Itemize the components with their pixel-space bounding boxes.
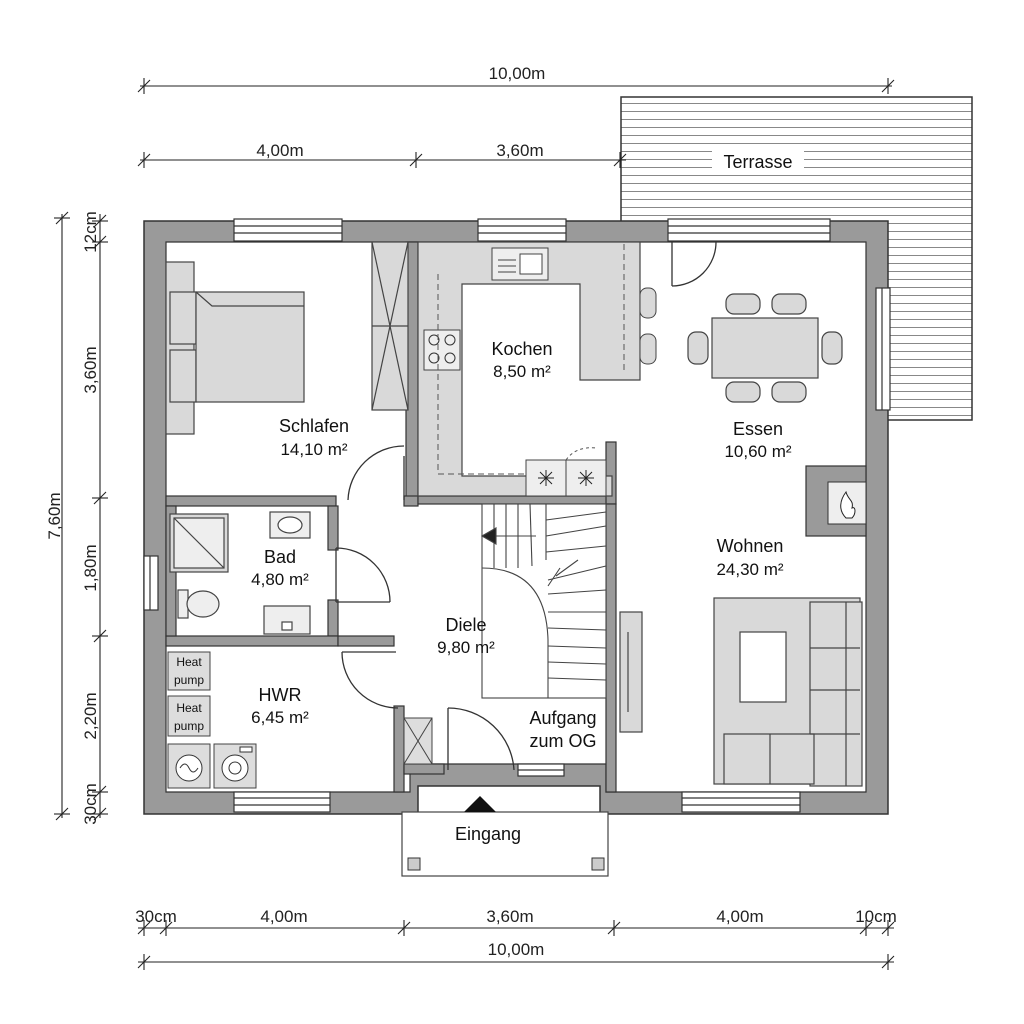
dim-bottom-10cm: 10cm [855,907,897,926]
dimension-labels: 10,00m 4,00m 3,60m 7,60m 12cm 3,60m 1,80… [45,63,897,959]
dining-set [687,293,843,403]
room-area-hwr: 6,45 m² [251,708,309,727]
room-name-schlafen: Schlafen [279,416,349,436]
room-area-diele: 9,80 m² [437,638,495,657]
room-name-essen: Essen [733,419,783,439]
toilet [186,590,220,618]
room-area-schlafen: 14,10 m² [280,440,347,459]
utility-fixtures: Heat pump Heat pump [167,651,433,789]
dining-table [711,317,819,379]
room-area-kochen: 8,50 m² [493,362,551,381]
dim-bottom-left: 4,00m [260,907,307,926]
room-name-wohnen: Wohnen [717,536,784,556]
sofa [809,601,863,787]
room-area-essen: 10,60 m² [724,442,791,461]
room-name-kochen: Kochen [491,339,552,359]
terrace-label: Terrasse [723,152,792,172]
room-name-bad: Bad [264,547,296,567]
dim-left-total: 7,60m [45,492,64,539]
dim-top-left: 4,00m [256,141,303,160]
svg-text:pump: pump [174,719,204,733]
dim-left-30cm: 30cm [81,783,100,825]
dim-left-220: 2,20m [81,692,100,739]
stove [423,329,461,371]
bed-headboard [165,261,195,435]
room-labels: Schlafen 14,10 m² Kochen 8,50 m² Essen 1… [251,339,792,751]
entrance-arrow-icon [464,796,496,812]
bedroom-furniture [165,241,409,435]
bed [195,291,305,403]
sofa-section [723,733,815,785]
entrance-label: Eingang [455,824,521,844]
stair-label-line1: Aufgang [529,708,596,728]
svg-text:Heat: Heat [176,701,202,715]
dim-left-12cm: 12cm [81,211,100,253]
room-name-hwr: HWR [259,685,302,705]
living-room-furniture [619,597,863,787]
dimension-lines [54,78,895,970]
dim-bottom-total: 10,00m [488,940,545,959]
dim-bottom-mid: 3,60m [486,907,533,926]
room-area-wohnen: 24,30 m² [716,560,783,579]
entrance-porch: Eingang [401,796,609,877]
kitchen [417,241,657,497]
coffee-table [739,631,787,703]
dim-top-total: 10,00m [489,64,546,83]
fireplace [827,481,867,525]
fire-icon [840,490,856,519]
dim-left-180: 1,80m [81,544,100,591]
svg-text:Heat: Heat [176,655,202,669]
room-area-bad: 4,80 m² [251,570,309,589]
svg-text:pump: pump [174,673,204,687]
staircase [480,503,607,699]
heat-pump [167,695,211,737]
doors [335,241,717,771]
tv-sideboard [619,611,643,733]
pillow [169,349,197,403]
room-name-diele: Diele [445,615,486,635]
windows [143,218,891,813]
pillow [169,291,197,345]
stair-label-line2: zum OG [529,731,596,751]
dim-bottom-30cm: 30cm [135,907,177,926]
dim-top-mid: 3,60m [496,141,543,160]
heat-pump [167,651,211,691]
dim-left-360: 3,60m [81,346,100,393]
dim-bottom-right: 4,00m [716,907,763,926]
bathroom-fixtures [169,511,311,635]
